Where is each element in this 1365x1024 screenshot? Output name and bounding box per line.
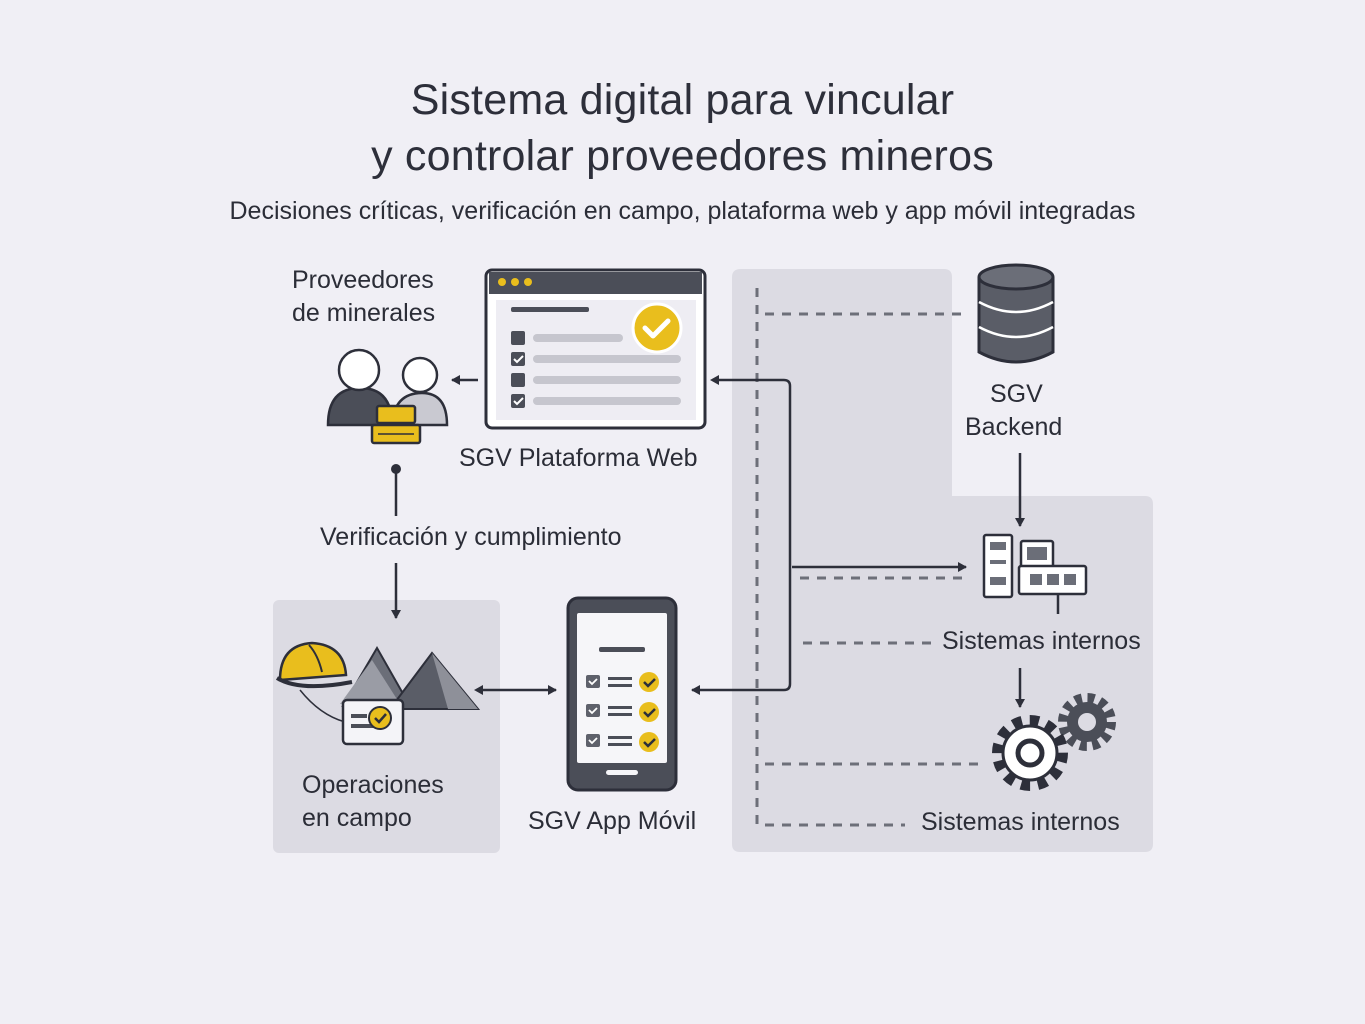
servers-icon bbox=[982, 533, 1088, 614]
verification-label: Verificación y cumplimiento bbox=[320, 523, 622, 551]
web-platform-label: SGV Plataforma Web bbox=[459, 444, 698, 472]
page-title-line-1: Sistema digital para vincular bbox=[410, 76, 955, 124]
backend-label-line-1: SGV bbox=[990, 380, 1043, 408]
internal-systems-label-2: Sistemas internos bbox=[921, 808, 1120, 836]
mobile-phone-icon bbox=[566, 596, 678, 792]
backend-label-line-2: Backend bbox=[965, 413, 1063, 441]
gears-icon bbox=[992, 693, 1116, 791]
gold-bars-icon bbox=[370, 404, 422, 445]
providers-label-line-1: Proveedores bbox=[292, 266, 434, 294]
field-operations-label-line-2: en campo bbox=[302, 804, 412, 832]
mining-field-icon bbox=[275, 641, 481, 746]
page-title-line-2: y controlar proveedores mineros bbox=[371, 132, 994, 180]
internal-systems-label-1: Sistemas internos bbox=[942, 627, 1141, 655]
connector-dot bbox=[391, 464, 401, 474]
page-subtitle: Decisiones críticas, verificación en cam… bbox=[229, 197, 1136, 225]
field-operations-label-line-1: Operaciones bbox=[302, 771, 444, 799]
backend-panel bbox=[732, 269, 1153, 852]
database-icon bbox=[977, 263, 1055, 364]
providers-label-line-2: de minerales bbox=[292, 299, 436, 327]
solid-connectors bbox=[391, 375, 1025, 708]
mobile-app-label: SGV App Móvil bbox=[528, 807, 697, 835]
dashed-connectors bbox=[755, 288, 980, 827]
web-browser-icon bbox=[484, 268, 707, 430]
